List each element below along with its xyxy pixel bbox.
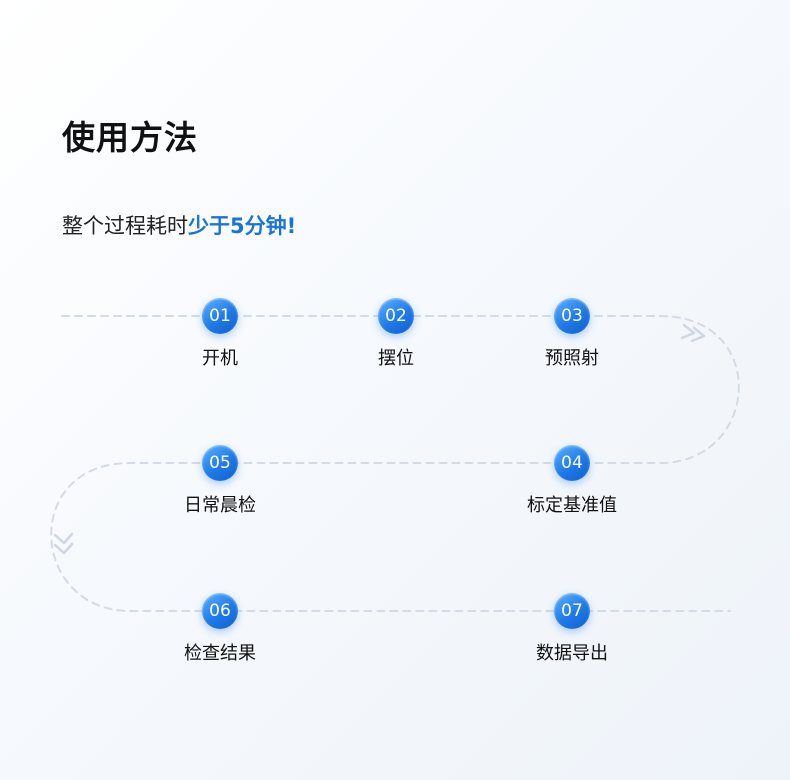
- step-label: 检查结果: [184, 643, 256, 664]
- step-number-badge: 05: [202, 445, 238, 481]
- subtitle-prefix: 整个过程耗时: [62, 214, 188, 238]
- chevron-down-icon: [53, 532, 74, 555]
- step-02: 02 摆位: [326, 298, 466, 372]
- step-label: 摆位: [378, 348, 414, 369]
- subtitle-highlight: 少于5分钟!: [188, 214, 297, 238]
- step-number-badge: 01: [202, 298, 238, 334]
- page-title: 使用方法: [62, 118, 198, 157]
- step-01: 01 开机: [150, 298, 290, 372]
- step-number-badge: 03: [554, 298, 590, 334]
- flow-path-row-1: [50, 315, 740, 612]
- step-label: 标定基准值: [527, 495, 617, 516]
- step-label: 数据导出: [536, 643, 608, 664]
- step-07: 07 数据导出: [502, 593, 642, 667]
- subtitle: 整个过程耗时少于5分钟!: [62, 210, 296, 242]
- step-label: 开机: [202, 348, 238, 369]
- step-03: 03 预照射: [502, 298, 642, 372]
- step-number-badge: 02: [378, 298, 414, 334]
- step-label: 日常晨检: [184, 495, 256, 516]
- step-number-badge: 06: [202, 593, 238, 629]
- step-05: 05 日常晨检: [150, 445, 290, 519]
- chevron-right-icon: [680, 323, 706, 343]
- step-04: 04 标定基准值: [502, 445, 642, 519]
- step-06: 06 检查结果: [150, 593, 290, 667]
- step-number-badge: 07: [554, 593, 590, 629]
- step-label: 预照射: [545, 348, 599, 369]
- step-number-badge: 04: [554, 445, 590, 481]
